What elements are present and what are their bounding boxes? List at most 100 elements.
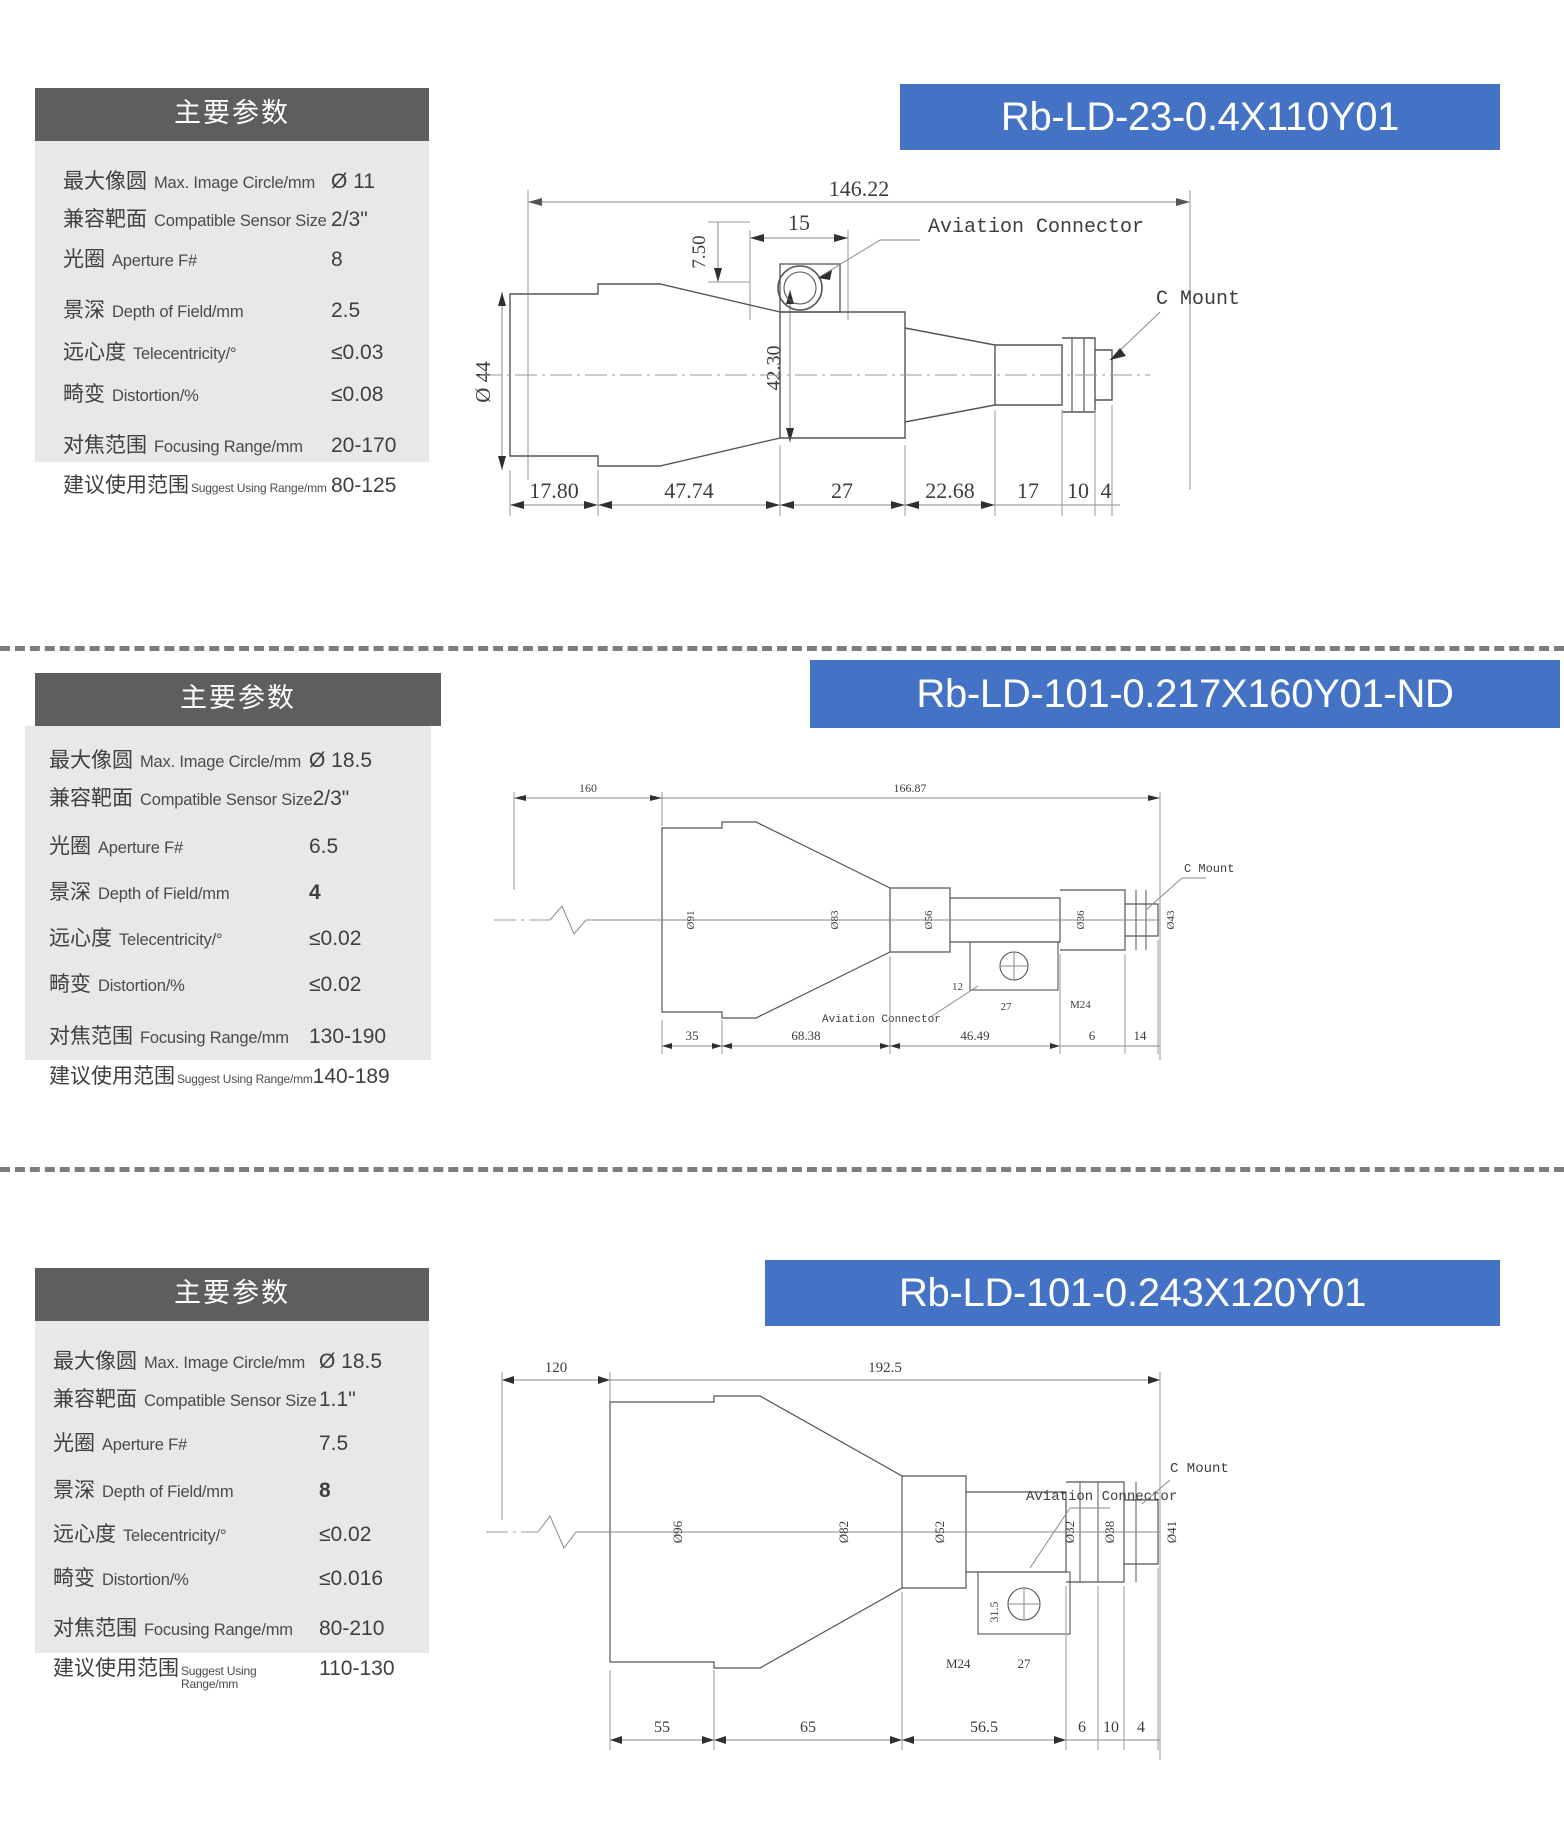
- spec-value: ≤0.03: [331, 341, 384, 364]
- dim-d3-2: Ø56: [923, 910, 935, 929]
- spec-label: 最大像圆 Max. Image Circle/mm: [49, 744, 301, 774]
- label-aviation-connector-3: Aviation Connector: [1026, 1489, 1177, 1505]
- dim-d3-3: Ø52: [932, 1521, 947, 1543]
- spec-label-en: Aperture F#: [102, 1436, 187, 1454]
- product-title-banner-3: Rb-LD-101-0.243X120Y01: [765, 1260, 1500, 1326]
- spec-label-en: Telecentricity/°: [133, 345, 237, 363]
- spec-row: 景深 Depth of Field/mm 4: [25, 876, 431, 906]
- dim-conn-len-2: 27: [1001, 1001, 1013, 1013]
- dim-seg1-3: 55: [654, 1719, 670, 1736]
- spec-label: 景深 Depth of Field/mm: [53, 1474, 234, 1504]
- spec-label: 兼容靶面 Compatible Sensor Size: [63, 203, 327, 233]
- spec-value: 8: [319, 1479, 331, 1502]
- spec-label-en: Suggest Using Range/mm: [177, 1072, 313, 1086]
- spec-label: 光圈 Aperture F#: [49, 830, 183, 860]
- spec-value: 20-170: [331, 434, 397, 457]
- spec-label: 光圈 Aperture F#: [63, 243, 197, 273]
- spec-label-cn: 畸变: [49, 973, 91, 996]
- spec-label-cn: 远心度: [63, 341, 126, 364]
- spec-value: ≤0.02: [309, 973, 362, 996]
- spec-label-en: Max. Image Circle/mm: [140, 753, 302, 771]
- spec-row: 光圈 Aperture F# 6.5: [25, 830, 431, 860]
- dim-seg6-3: 4: [1137, 1719, 1145, 1736]
- spec-panel-1: 主要参数 最大像圆 Max. Image Circle/mm Ø 11 兼容靶面…: [35, 88, 429, 497]
- spec-row: 建议使用范围 Suggest Using Range/mm 110-130: [35, 1652, 429, 1691]
- dim-total-length-2: 166.87: [894, 781, 927, 795]
- dim-conn-h-2: 12: [952, 981, 963, 993]
- dim-body-height-1: 42.30: [763, 346, 785, 391]
- label-c-mount-1: C Mount: [1156, 288, 1240, 311]
- spec-label-en: Depth of Field/mm: [102, 1483, 234, 1501]
- spec-label-cn: 远心度: [49, 927, 112, 950]
- dim-conn-h-3: 31.5: [987, 1602, 1001, 1623]
- spec-row: 兼容靶面 Compatible Sensor Size 1.1": [35, 1383, 429, 1413]
- dim-total-length-1: 146.22: [829, 176, 890, 201]
- dim-seg7-1: 4: [1101, 478, 1112, 503]
- spec-panel-title-2: 主要参数: [35, 673, 441, 726]
- spec-label-en: Distortion/%: [102, 1571, 189, 1589]
- spec-label-en: Suggest Using Range/mm: [191, 481, 327, 495]
- spec-row: 对焦范围 Focusing Range/mm 130-190: [25, 1020, 431, 1050]
- dim-working-distance-3: 120: [545, 1360, 568, 1376]
- spec-value: 4: [309, 881, 321, 904]
- dim-d5-2: Ø43: [1165, 910, 1177, 929]
- spec-value: 80-210: [319, 1617, 385, 1640]
- spec-row: 景深 Depth of Field/mm 2.5: [35, 294, 429, 324]
- spec-value: 130-190: [309, 1025, 387, 1048]
- dim-d5-3: Ø38: [1102, 1521, 1117, 1543]
- dim-seg5-3: 10: [1103, 1719, 1119, 1736]
- spec-label: 对焦范围 Focusing Range/mm: [53, 1612, 293, 1642]
- spec-value: 140-189: [312, 1065, 390, 1088]
- product-title-1: Rb-LD-23-0.4X110Y01: [1000, 94, 1400, 139]
- spec-label: 对焦范围 Focusing Range/mm: [49, 1020, 289, 1050]
- spec-label-cn: 兼容靶面: [49, 787, 133, 810]
- spec-label-cn: 远心度: [53, 1523, 116, 1546]
- spec-label-cn: 建议使用范围: [53, 1657, 179, 1680]
- spec-row: 畸变 Distortion/% ≤0.016: [35, 1562, 429, 1592]
- spec-row: 光圈 Aperture F# 7.5: [35, 1427, 429, 1457]
- spec-row: 景深 Depth of Field/mm 8: [35, 1474, 429, 1504]
- spec-label-en: Depth of Field/mm: [98, 885, 230, 903]
- spec-value: 1.1": [319, 1388, 356, 1411]
- spec-label-en: Distortion/%: [112, 387, 199, 405]
- label-m24-2: M24: [1070, 999, 1091, 1011]
- spec-value: 2/3": [312, 787, 350, 810]
- spec-row: 对焦范围 Focusing Range/mm 80-210: [35, 1612, 429, 1642]
- spec-row: 兼容靶面 Compatible Sensor Size 2/3": [35, 203, 429, 233]
- spec-label-cn: 建议使用范围: [49, 1065, 175, 1088]
- spec-label-cn: 景深: [49, 881, 91, 904]
- spec-row: 畸变 Distortion/% ≤0.08: [35, 378, 429, 408]
- spec-panel-title-1: 主要参数: [35, 88, 429, 141]
- spec-label-cn: 最大像圆: [63, 170, 147, 193]
- spec-value: 8: [331, 248, 343, 271]
- spec-label-cn: 畸变: [63, 383, 105, 406]
- spec-label-cn: 兼容靶面: [53, 1388, 137, 1411]
- spec-label-en: Depth of Field/mm: [112, 303, 244, 321]
- dim-connector-width-1: 15: [788, 210, 810, 235]
- spec-panel-2: 主要参数 最大像圆 Max. Image Circle/mm Ø 18.5 兼容…: [25, 673, 441, 1088]
- dim-seg3-1: 27: [831, 478, 853, 503]
- spec-value: 80-125: [331, 474, 397, 497]
- dim-seg2-3: 65: [800, 1719, 816, 1736]
- dim-working-distance-2: 160: [579, 781, 597, 795]
- spec-label-cn: 最大像圆: [49, 749, 133, 772]
- spec-row: 远心度 Telecentricity/° ≤0.02: [25, 922, 431, 952]
- spec-label: 远心度 Telecentricity/°: [49, 922, 223, 952]
- label-c-mount-2: C Mount: [1184, 862, 1234, 876]
- spec-row: 最大像圆 Max. Image Circle/mm Ø 11: [35, 165, 429, 195]
- dim-seg4-1: 22.68: [925, 478, 975, 503]
- spec-label-cn: 畸变: [53, 1567, 95, 1590]
- spec-label: 兼容靶面 Compatible Sensor Size: [53, 1383, 317, 1413]
- spec-row: 兼容靶面 Compatible Sensor Size 2/3": [25, 782, 431, 812]
- label-aviation-connector-2: Aviation Connector: [822, 1014, 941, 1026]
- dim-d4-2: Ø36: [1075, 910, 1087, 929]
- spec-value: ≤0.02: [309, 927, 362, 950]
- spec-label-cn: 兼容靶面: [63, 208, 147, 231]
- dim-seg6-1: 10: [1067, 478, 1089, 503]
- dim-d4-3: Ø32: [1062, 1521, 1077, 1543]
- product-title-banner-1: Rb-LD-23-0.4X110Y01: [900, 84, 1500, 150]
- spec-label: 对焦范围 Focusing Range/mm: [63, 429, 303, 459]
- spec-label-en: Max. Image Circle/mm: [154, 174, 316, 192]
- dim-d1-2: Ø91: [685, 911, 697, 930]
- dim-seg3-3: 56.5: [970, 1719, 998, 1736]
